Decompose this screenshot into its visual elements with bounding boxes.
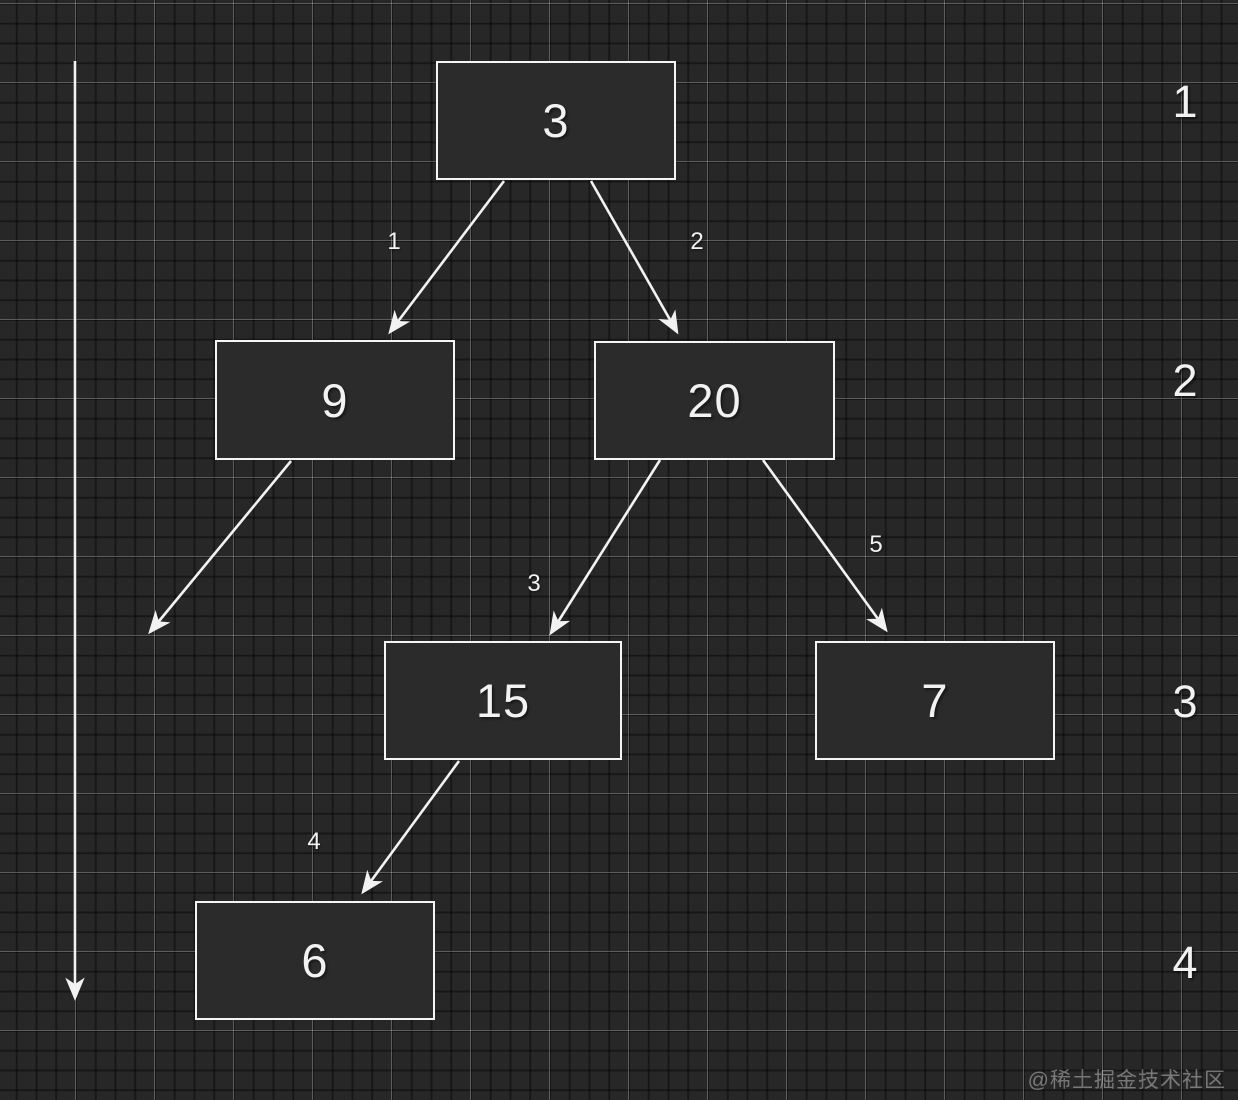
tree-node-20: 20 (594, 341, 835, 460)
node-value: 7 (921, 674, 949, 727)
level-label-1: 1 (1172, 76, 1198, 127)
node-value: 9 (321, 373, 349, 427)
edge-order-label-2: 2 (690, 228, 704, 255)
edge-order-label-4: 4 (307, 828, 321, 855)
watermark-text: @稀土掘金技术社区 (1027, 1069, 1226, 1092)
edge-3-to-20 (589, 180, 679, 335)
edge-order-label-1: 1 (387, 228, 401, 255)
tree-node-9: 9 (215, 340, 455, 460)
node-value: 3 (542, 94, 570, 147)
level-label-4: 4 (1172, 937, 1198, 988)
tree-node-3: 3 (436, 61, 676, 180)
node-value: 6 (301, 934, 329, 987)
edge-order-label-5: 5 (869, 531, 883, 558)
edge-20-to-7 (761, 459, 888, 633)
tree-node-15: 15 (384, 641, 622, 760)
node-value: 20 (687, 374, 742, 427)
node-value: 15 (475, 674, 531, 727)
level-label-2: 2 (1172, 355, 1198, 406)
edge-15-to-6 (361, 760, 461, 895)
edge-3-to-9 (388, 180, 506, 335)
edge-20-to-15 (549, 459, 662, 636)
edge-order-label-3: 3 (527, 570, 541, 597)
tree-node-7: 7 (815, 641, 1055, 760)
tree-node-6: 6 (195, 901, 435, 1020)
level-label-3: 3 (1172, 676, 1198, 727)
edge-9-to-empty (148, 460, 293, 635)
